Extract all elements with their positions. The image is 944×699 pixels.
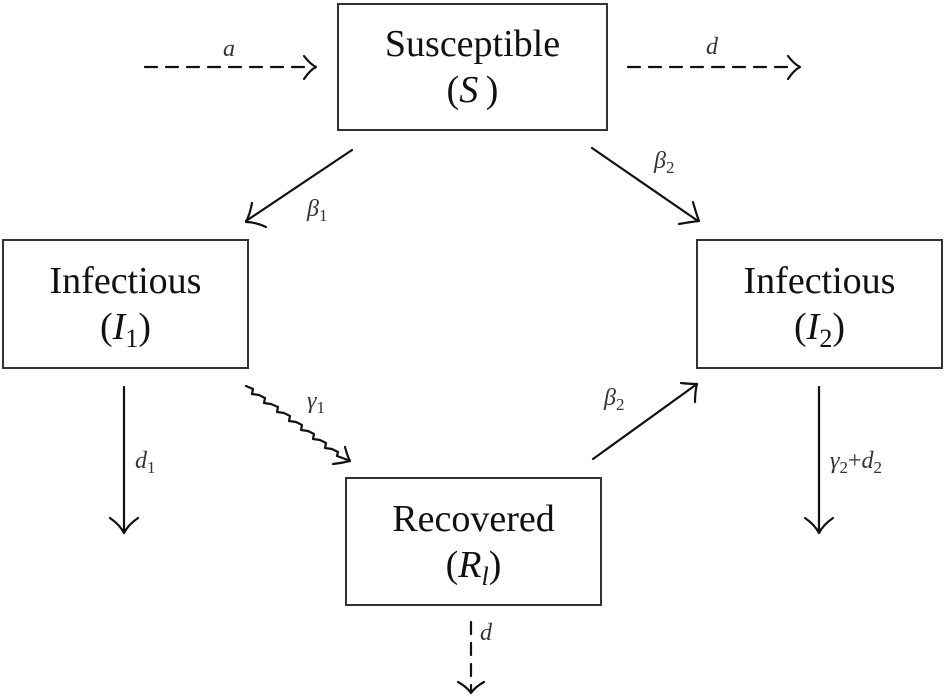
gamma2-symbol: γ bbox=[830, 448, 840, 474]
beta2-bottom-symbol: β bbox=[604, 385, 616, 411]
label-inflow-a: a bbox=[223, 36, 235, 63]
arrow-i1-to-r-wavy bbox=[244, 384, 352, 466]
infectious1-title: Infectious bbox=[49, 260, 202, 302]
beta2-top-symbol: β bbox=[654, 148, 666, 174]
subscript-r: l bbox=[481, 561, 489, 591]
d2-symbol: d bbox=[861, 448, 874, 474]
d2-sub: 2 bbox=[873, 458, 883, 477]
arrow-s-to-i2 bbox=[590, 146, 701, 226]
recovered-title: Recovered bbox=[392, 497, 555, 540]
arrow-i1-out-d1 bbox=[108, 385, 140, 535]
gamma1-symbol: γ bbox=[307, 388, 317, 414]
d1-symbol: d bbox=[135, 448, 147, 474]
label-d1: d1 bbox=[135, 448, 156, 477]
beta2-top-sub: 2 bbox=[665, 158, 675, 177]
label-recovered-out-d: d bbox=[480, 620, 492, 647]
beta1-symbol: β bbox=[307, 196, 319, 222]
gamma1-sub: 1 bbox=[316, 398, 325, 417]
subscript-i1: 1 bbox=[125, 324, 139, 353]
symbol-r: R bbox=[458, 543, 482, 586]
beta1-sub: 1 bbox=[318, 206, 328, 225]
symbol-s: S bbox=[459, 69, 479, 111]
subscript-i2: 2 bbox=[819, 324, 833, 353]
arrow-r-to-i2 bbox=[591, 381, 699, 461]
infectious2-compartment: Infectious (I2) bbox=[696, 239, 943, 369]
recovered-compartment: Recovered (Rl) bbox=[345, 477, 602, 606]
susceptible-symbol: (S ) bbox=[446, 69, 499, 111]
d1-sub: 1 bbox=[147, 458, 156, 477]
symbol-i2: I bbox=[806, 306, 820, 348]
label-beta2-bottom: β2 bbox=[604, 385, 625, 414]
label-a-symbol: a bbox=[223, 36, 235, 62]
arrow-i2-out bbox=[803, 385, 835, 535]
r-out-d-symbol: d bbox=[480, 620, 492, 646]
label-beta1: β1 bbox=[307, 196, 328, 225]
label-outflow-d: d bbox=[706, 34, 718, 61]
label-gamma1: γ1 bbox=[307, 388, 325, 417]
label-d-symbol: d bbox=[706, 34, 718, 60]
susceptible-compartment: Susceptible (S ) bbox=[337, 3, 608, 131]
symbol-i1: I bbox=[112, 306, 126, 348]
outflow-arrow-d-susceptible bbox=[626, 54, 802, 81]
recovered-symbol: (Rl) bbox=[445, 543, 502, 591]
label-beta2-top: β2 bbox=[654, 148, 675, 177]
arrow-r-out-d bbox=[456, 620, 486, 695]
susceptible-title: Susceptible bbox=[384, 23, 561, 65]
label-gamma2-plus-d2: γ2+d2 bbox=[830, 448, 883, 477]
infectious2-symbol: (I2) bbox=[794, 306, 845, 353]
arrow-s-to-i1 bbox=[244, 148, 354, 229]
infectious2-title: Infectious bbox=[743, 260, 896, 302]
beta2-bottom-sub: 2 bbox=[615, 395, 625, 414]
infectious1-symbol: (I1) bbox=[100, 306, 151, 353]
inflow-arrow-a bbox=[143, 54, 318, 81]
gamma2-sub: 2 bbox=[839, 458, 848, 477]
plus-sign: + bbox=[847, 448, 862, 474]
infectious1-compartment: Infectious (I1) bbox=[2, 239, 249, 369]
